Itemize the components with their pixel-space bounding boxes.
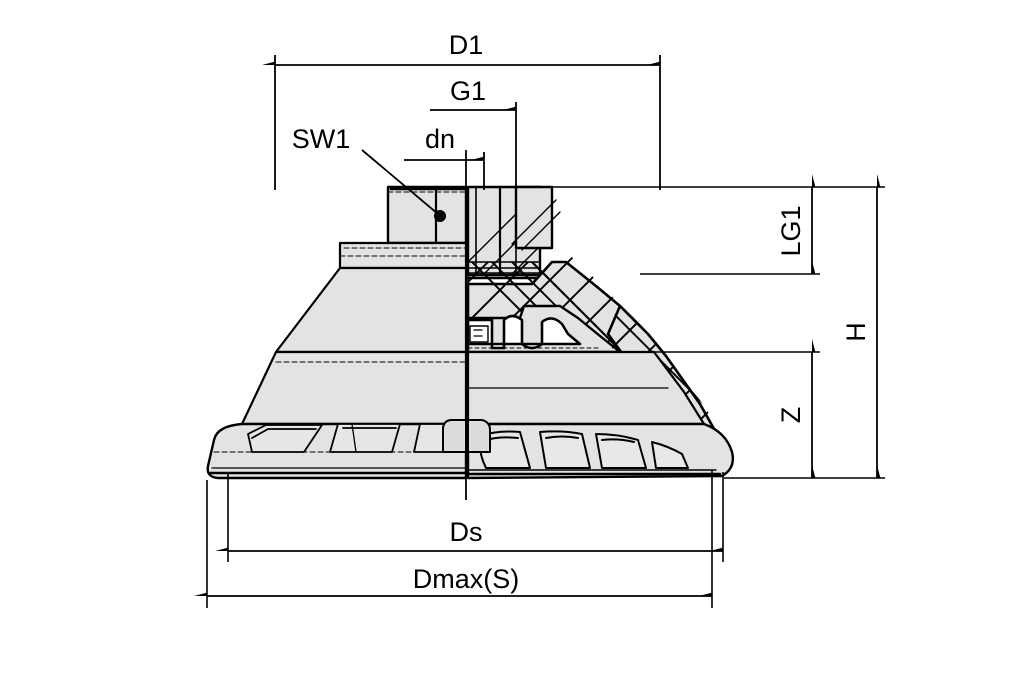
center-boss-right (467, 419, 491, 453)
dimension-label-h: H (841, 322, 871, 342)
dimension-label-sw1: SW1 (292, 124, 351, 154)
support-ribs-left (247, 423, 457, 453)
dimension-label-z: Z (776, 407, 806, 424)
center-boss-left (442, 419, 467, 453)
external-view-left (206, 185, 468, 480)
dimension-label-g1: G1 (450, 76, 486, 106)
right-extension-lines (540, 186, 885, 479)
dimension-labels: D1 G1 dn SW1 LG1 H Z Ds Dmax(S) (292, 30, 871, 594)
dimension-sw1-leader (361, 149, 446, 222)
dimension-g1 (430, 102, 517, 190)
dimension-annotations (194, 55, 885, 608)
dimension-label-d1: D1 (449, 30, 484, 60)
dimension-label-dmax: Dmax(S) (413, 564, 520, 594)
dimension-d1 (262, 55, 661, 190)
dimension-label-ds: Ds (450, 517, 483, 547)
dimension-dn (404, 152, 485, 190)
hex-nut-outline-left (386, 185, 468, 245)
bottom-extension-lines (206, 470, 724, 608)
dimension-label-dn: dn (425, 124, 455, 154)
dimension-label-lg1: LG1 (776, 205, 806, 256)
bellows-cone-lower-left (240, 350, 468, 426)
support-ribs-right (478, 430, 689, 469)
